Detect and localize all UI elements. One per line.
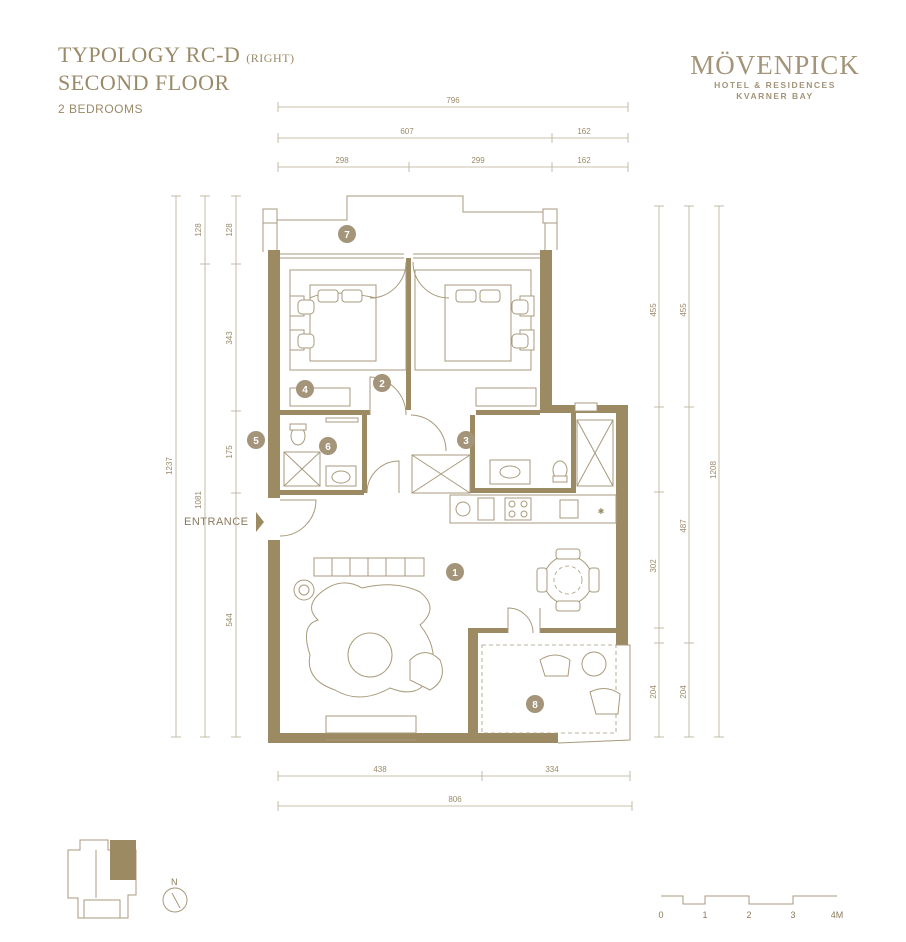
dim-top-b: 299 — [471, 156, 485, 165]
scale-label-2: 2 — [746, 910, 751, 920]
svg-text:5: 5 — [253, 436, 259, 447]
living-room — [293, 557, 443, 734]
scale-bar: 0 1 2 3 4M — [658, 895, 844, 920]
dim-left-b: 128 — [225, 223, 234, 237]
dim-top-c: 162 — [577, 156, 591, 165]
room-marker-3: 3 — [457, 431, 475, 449]
dim-left-e: 544 — [225, 613, 234, 627]
left-dimensions: 1237 128 1081 128 343 175 544 — [165, 195, 241, 738]
room-marker-4: 4 — [296, 380, 314, 398]
svg-text:6: 6 — [325, 442, 331, 453]
svg-text:4: 4 — [302, 385, 308, 396]
corridor-storage — [411, 454, 471, 494]
right-dimensions: 455 302 204 455 487 204 1208 — [649, 205, 724, 738]
typology-title: TYPOLOGY RC-D (RIGHT) — [58, 42, 294, 68]
bedroom-right — [414, 269, 537, 407]
scale-label-0: 0 — [658, 910, 663, 920]
logo-line-1: HOTEL & RESIDENCES — [714, 80, 836, 90]
dim-bottom-total: 806 — [448, 795, 462, 804]
bottom-dimensions: 438 334 806 — [277, 765, 633, 811]
room-marker-8: 8 — [526, 695, 544, 713]
top-dimensions: 796 607 162 298 299 162 — [277, 96, 629, 172]
key-plan — [67, 839, 137, 919]
room-marker-2: 2 — [373, 374, 391, 392]
svg-text:7: 7 — [344, 230, 350, 241]
svg-text:3: 3 — [463, 436, 469, 447]
dim-right-b: 455 — [679, 303, 688, 317]
windows — [280, 253, 540, 741]
dim-top-right: 162 — [577, 127, 591, 136]
dim-left-inner: 1081 — [194, 491, 203, 509]
room-marker-7: 7 — [338, 225, 356, 243]
logo-brand: MÖVENPICK — [690, 50, 860, 80]
dim-bottom-b: 334 — [545, 765, 559, 774]
balcony — [481, 644, 631, 744]
logo-line-2: KVARNER BAY — [736, 91, 814, 101]
dim-right-d: 487 — [679, 519, 688, 533]
room-marker-6: 6 — [319, 437, 337, 455]
dim-left-a: 128 — [194, 223, 203, 237]
bedrooms-label: 2 BEDROOMS — [58, 102, 144, 116]
dim-top-a: 298 — [335, 156, 349, 165]
dim-left-total: 1237 — [165, 457, 174, 475]
terrace-top — [262, 195, 558, 252]
svg-text:✱: ✱ — [598, 507, 605, 516]
dim-right-total: 1208 — [709, 461, 718, 479]
scale-label-4: 4M — [831, 910, 844, 920]
floor-title: SECOND FLOOR — [58, 70, 230, 95]
dim-top-total: 796 — [446, 96, 460, 105]
bathroom-left — [283, 417, 359, 487]
dim-right-f: 204 — [679, 685, 688, 699]
dim-right-c: 302 — [649, 559, 658, 573]
movenpick-logo: MÖVENPICK HOTEL & RESIDENCES KVARNER BAY — [690, 50, 860, 102]
typology-title-main: TYPOLOGY RC-D — [58, 42, 241, 67]
entrance-arrow-icon — [256, 512, 264, 532]
dining — [536, 548, 600, 612]
typology-title-sub: (RIGHT) — [246, 51, 295, 65]
compass-label: N — [171, 877, 178, 887]
room-marker-5: 5 — [247, 431, 265, 449]
compass: N — [162, 877, 188, 913]
svg-text:8: 8 — [532, 700, 538, 711]
dim-left-c: 343 — [225, 331, 234, 345]
bathroom-right — [489, 402, 614, 487]
svg-text:2: 2 — [379, 379, 385, 390]
doors — [279, 261, 541, 634]
svg-text:1: 1 — [452, 568, 458, 579]
room-marker-1: 1 — [446, 563, 464, 581]
dim-left-d: 175 — [225, 445, 234, 459]
dim-right-a: 455 — [649, 303, 658, 317]
entrance-label: ENTRANCE — [184, 516, 249, 528]
kitchen: ✱ — [449, 494, 617, 524]
scale-label-3: 3 — [790, 910, 795, 920]
dim-bottom-a: 438 — [373, 765, 387, 774]
dim-top-left: 607 — [400, 127, 414, 136]
dim-right-e: 204 — [649, 685, 658, 699]
scale-label-1: 1 — [702, 910, 707, 920]
